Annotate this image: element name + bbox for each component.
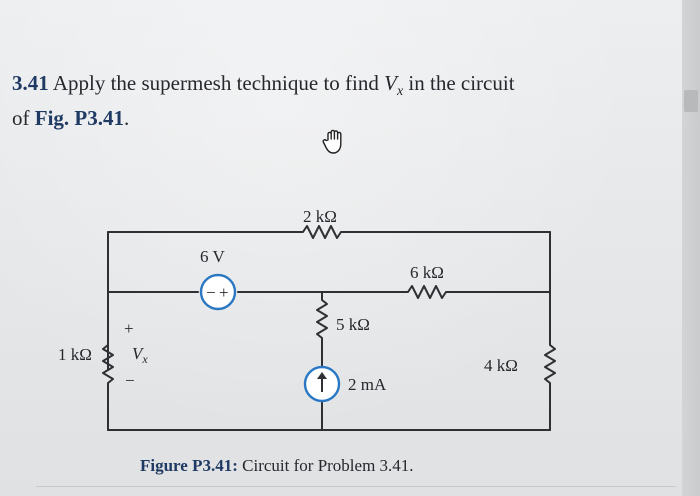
problem-statement: 3.41 Apply the supermesh technique to fi… [12, 71, 515, 131]
resistor-1k [102, 344, 114, 431]
figure-caption: Figure P3.41: Circuit for Problem 3.41. [140, 456, 414, 476]
label-r-5k: 5 kΩ [336, 315, 370, 334]
label-vx-plus: + [124, 319, 134, 338]
arrow-up-icon [317, 372, 327, 392]
label-v-source: 6 V [200, 247, 225, 266]
label-r-4k: 4 kΩ [484, 356, 518, 375]
divider [36, 486, 676, 487]
problem-text-2: in the circuit [403, 71, 515, 95]
resistor-5k [316, 291, 328, 367]
label-vx-minus: − [125, 371, 135, 390]
figure-reference-link[interactable]: Fig. P3.41 [34, 106, 124, 131]
wire-top-with-resistor [107, 225, 551, 239]
hand-cursor-icon [322, 129, 342, 154]
label-r-6k: 6 kΩ [410, 263, 444, 282]
caption-label: Figure P3.41: [140, 456, 238, 475]
label-i-source: 2 mA [348, 375, 387, 394]
vsource-minus: − [206, 283, 216, 302]
resistor-4k [544, 231, 556, 431]
problem-text-3: of [12, 106, 35, 131]
wire-mid-with-resistor [237, 285, 551, 299]
vsource-plus: + [219, 283, 229, 302]
problem-variable: Vx [384, 71, 404, 100]
label-vx: Vx [132, 344, 148, 366]
voltage-source [199, 273, 237, 311]
problem-text-1: Apply the supermesh technique to find [52, 71, 385, 95]
scrollbar[interactable] [682, 0, 700, 496]
scrollbar-thumb[interactable] [684, 90, 698, 112]
caption-text: Circuit for Problem 3.41. [237, 456, 414, 475]
problem-number: 3.41 [12, 71, 49, 95]
label-r-1k: 1 kΩ [58, 345, 92, 364]
label-r-top: 2 kΩ [303, 207, 337, 226]
